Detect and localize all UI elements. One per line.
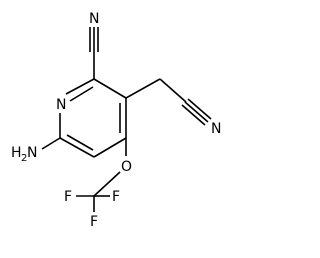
atom-label-amino-sub: 2 [21, 153, 27, 164]
bond-cn2-triple-1 [187, 98, 212, 120]
atom-label-ring-n: N [56, 97, 66, 113]
atom-labels: N N N H 2 N O F F F [11, 11, 221, 230]
bond-cn2-triple-3 [181, 104, 206, 126]
bond-c2-c3 [93, 78, 127, 99]
bond-c6-nh2 [41, 137, 61, 150]
atom-label-fluorine-right: F [112, 189, 120, 205]
bond-c5-c6-inner [66, 134, 94, 151]
bonds [41, 27, 212, 212]
bond-cn2-triple-2 [184, 101, 209, 123]
atom-label-fluorine-left: F [64, 189, 72, 205]
molecule-structure: N N N H 2 N O F F F [11, 11, 221, 230]
bond-ch2-cn [159, 78, 187, 103]
bond-c4-c5 [93, 137, 127, 158]
atom-label-nitrile-right: N [211, 121, 221, 137]
atom-label-nitrile-top: N [89, 11, 99, 27]
bond-n1-c2 [65, 78, 95, 95]
atom-label-fluorine-bottom: F [90, 214, 98, 230]
atom-label-amino-h: H [11, 145, 22, 161]
bond-o-cf3 [93, 171, 121, 197]
bond-c5-c6 [59, 137, 95, 158]
bond-c3-ch2 [125, 78, 161, 99]
atom-label-amino-n: N [27, 145, 37, 161]
bond-n1-c2-inner [69, 86, 94, 102]
atom-label-ether-o: O [121, 159, 132, 175]
